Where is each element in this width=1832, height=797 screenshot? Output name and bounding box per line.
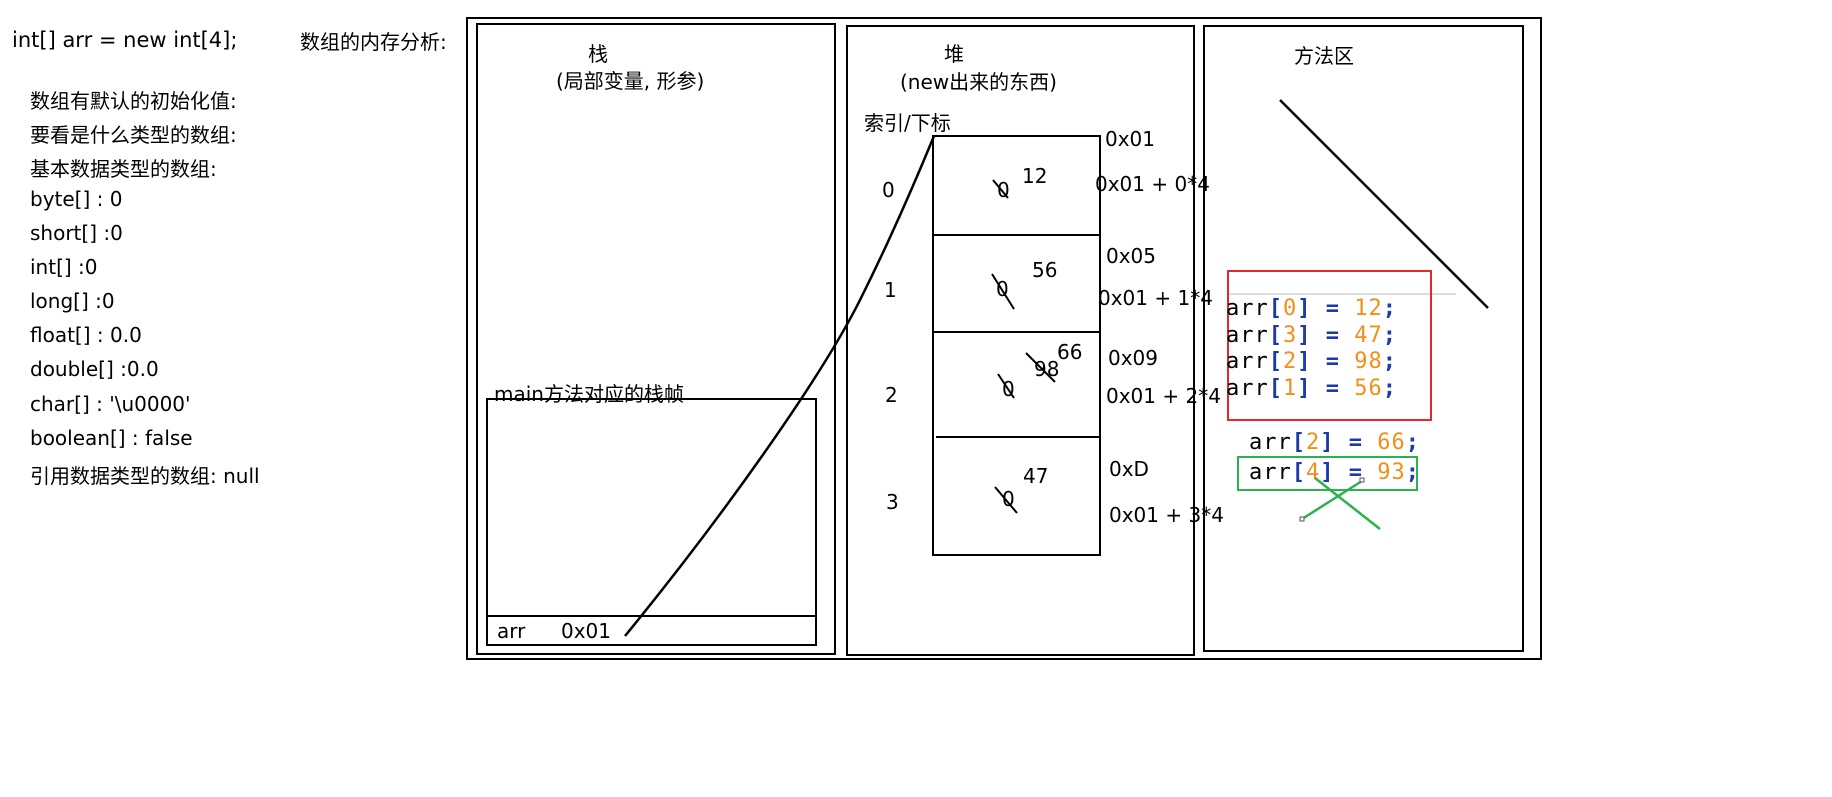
heap-address: 0x01 xyxy=(1105,127,1156,151)
method-area-panel xyxy=(1203,25,1524,652)
default-int: int[] :0 xyxy=(30,255,98,279)
heap-address: 0x05 xyxy=(1106,244,1157,268)
strike-mark xyxy=(1025,352,1056,383)
strike-mark xyxy=(994,486,1018,514)
heap-cell-divider xyxy=(936,436,1101,438)
stack-panel xyxy=(476,23,836,655)
stack-subtitle: (局部变量, 形参) xyxy=(556,69,705,93)
heap-index: 3 xyxy=(886,490,899,514)
heap-panel xyxy=(846,25,1195,656)
invalid-assignment-box xyxy=(1237,456,1418,491)
code-line: arr[3] = 47; xyxy=(1226,322,1397,348)
heap-address: 0xD xyxy=(1109,457,1149,481)
memory-diagram-frame xyxy=(466,17,1542,660)
heap-value: 12 xyxy=(1022,164,1048,188)
heap-address: 0x09 xyxy=(1108,346,1159,370)
code-line: arr[1] = 56; xyxy=(1226,375,1397,401)
heap-subtitle: (new出来的东西) xyxy=(900,70,1057,94)
heap-offset: 0x01 + 2*4 xyxy=(1106,384,1221,408)
note-intro-3: 基本数据类型的数组: xyxy=(30,157,217,181)
stack-var-name: arr xyxy=(497,619,526,643)
cross-handle xyxy=(1359,477,1365,483)
cross-handle xyxy=(1299,516,1305,522)
heap-offset: 0x01 + 0*4 xyxy=(1095,172,1210,196)
code-line: arr[2] = 98; xyxy=(1226,349,1397,374)
main-stack-frame xyxy=(486,398,817,646)
heap-index-label: 索引/下标 xyxy=(864,111,951,135)
heap-offset: 0x01 + 3*4 xyxy=(1109,503,1224,527)
default-short: short[] :0 xyxy=(30,221,123,245)
extra-assignment-code: arr[2] = 66; xyxy=(1249,430,1420,455)
stack-frame-label: main方法对应的栈帧 xyxy=(494,382,684,406)
diagram-title: 数组的内存分析: xyxy=(300,30,447,54)
note-intro-1: 数组有默认的初始化值: xyxy=(30,89,237,113)
heap-value: 66 xyxy=(1057,340,1083,364)
heap-title: 堆 xyxy=(944,42,964,66)
cross-mark xyxy=(1301,479,1363,521)
default-byte: byte[] : 0 xyxy=(30,187,123,211)
code-declaration: int[] arr = new int[4]; xyxy=(12,28,238,52)
code-panel-edge xyxy=(1228,293,1456,295)
stack-var-value: 0x01 xyxy=(561,619,612,643)
default-float: float[] : 0.0 xyxy=(30,323,142,347)
heap-offset: 0x01 + 1*4 xyxy=(1098,286,1213,310)
assignment-code: arr[0] = 12; arr[3] = 47; arr[2] = 98; a… xyxy=(1226,296,1397,402)
default-char: char[] : '\u0000' xyxy=(30,392,191,416)
stack-title: 栈 xyxy=(588,42,608,66)
strike-mark xyxy=(991,273,1015,310)
heap-index: 2 xyxy=(885,383,898,407)
note-intro-2: 要看是什么类型的数组: xyxy=(30,123,237,147)
heap-old-value: 0 xyxy=(1002,487,1015,511)
strike-mark xyxy=(992,179,1009,199)
reference-curve xyxy=(624,135,936,637)
assignment-code-box xyxy=(1227,270,1432,421)
strike-mark xyxy=(997,373,1015,399)
method-area-diagonal xyxy=(1279,99,1489,309)
heap-value: 47 xyxy=(1023,464,1049,488)
default-boolean: boolean[] : false xyxy=(30,426,193,450)
stack-frame-divider xyxy=(486,615,817,617)
invalid-assignment-code: arr[4] = 93; xyxy=(1249,460,1420,485)
default-double: double[] :0.0 xyxy=(30,357,159,381)
default-reference: 引用数据类型的数组: null xyxy=(30,464,260,488)
heap-index: 1 xyxy=(884,278,897,302)
heap-index: 0 xyxy=(882,178,895,202)
cross-mark xyxy=(1314,477,1381,530)
heap-array xyxy=(932,135,1101,556)
heap-crossed-value: 98 xyxy=(1034,357,1060,381)
code-line: arr[0] = 12; xyxy=(1226,296,1397,321)
heap-value: 56 xyxy=(1032,258,1058,282)
method-area-title: 方法区 xyxy=(1294,44,1354,68)
default-long: long[] :0 xyxy=(30,289,115,313)
heap-cell-divider xyxy=(932,234,1101,236)
heap-cell-divider xyxy=(932,331,1101,333)
